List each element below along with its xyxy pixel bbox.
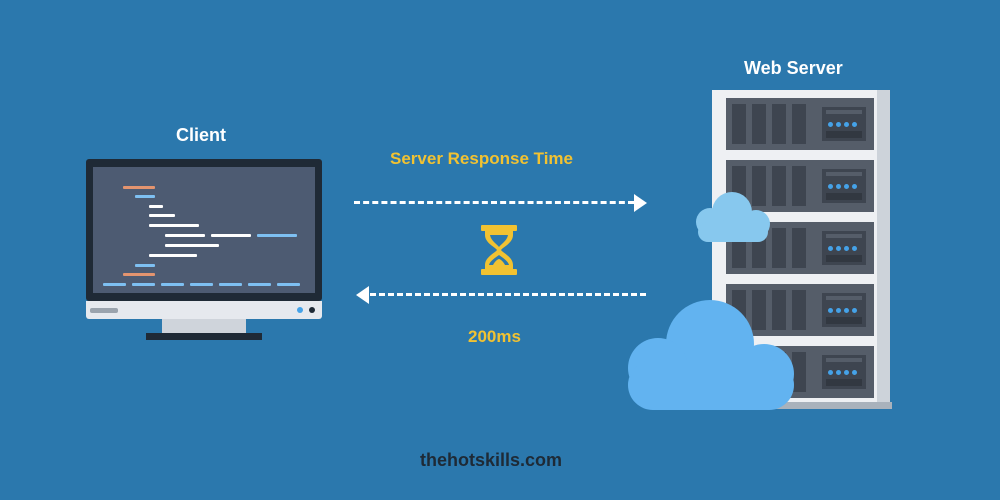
server-panel [822, 107, 866, 141]
drive-bay [732, 104, 746, 144]
code-line [161, 283, 184, 286]
drive-bay [772, 290, 786, 330]
power-led-icon [297, 307, 303, 313]
arrow-left-icon [356, 286, 369, 304]
server-panel [822, 231, 866, 265]
drive-bay [752, 104, 766, 144]
hourglass-icon [481, 225, 517, 275]
code-line [123, 273, 155, 276]
code-line [211, 234, 251, 237]
server-unit [726, 160, 874, 212]
request-arrow-line [354, 201, 634, 204]
server-panel [822, 169, 866, 203]
response-time-value: 200ms [468, 327, 521, 346]
monitor-screen [93, 167, 315, 293]
site-watermark: thehotskills.com [420, 450, 563, 470]
cloud-icon [696, 192, 770, 242]
power-button-icon [309, 307, 315, 313]
server-panel [822, 293, 866, 327]
monitor-neck [162, 319, 246, 333]
monitor-slot [90, 308, 118, 313]
code-line [149, 214, 175, 217]
arrow-right-icon [634, 194, 647, 212]
code-line [190, 283, 213, 286]
server-response-time-label: Server Response Time [390, 149, 573, 168]
code-line [135, 195, 155, 198]
code-line [165, 234, 205, 237]
code-line [149, 224, 199, 227]
code-line [219, 283, 242, 286]
server-foot [716, 402, 892, 409]
monitor-base [146, 333, 262, 340]
code-line [248, 283, 271, 286]
monitor-chin [86, 301, 322, 319]
drive-bay [792, 352, 806, 392]
drive-bay [792, 228, 806, 268]
drive-bay [792, 166, 806, 206]
drive-bay [752, 290, 766, 330]
code-line [132, 283, 155, 286]
server-side [877, 90, 890, 404]
code-line [257, 234, 297, 237]
drive-bay [792, 104, 806, 144]
code-line [149, 205, 163, 208]
code-line [135, 264, 155, 267]
code-line [103, 283, 126, 286]
code-line [165, 244, 219, 247]
code-line [149, 254, 197, 257]
cloud-icon [628, 300, 794, 410]
server-panel [822, 355, 866, 389]
drive-bay [752, 166, 766, 206]
server-unit [726, 98, 874, 150]
code-line [277, 283, 300, 286]
web-server-label: Web Server [744, 58, 843, 78]
code-line [123, 186, 155, 189]
drive-bay [772, 104, 786, 144]
drive-bay [772, 228, 786, 268]
response-arrow-line [370, 293, 646, 296]
drive-bay [792, 290, 806, 330]
drive-bay [772, 166, 786, 206]
client-label: Client [176, 125, 227, 145]
monitor-icon [86, 159, 322, 319]
